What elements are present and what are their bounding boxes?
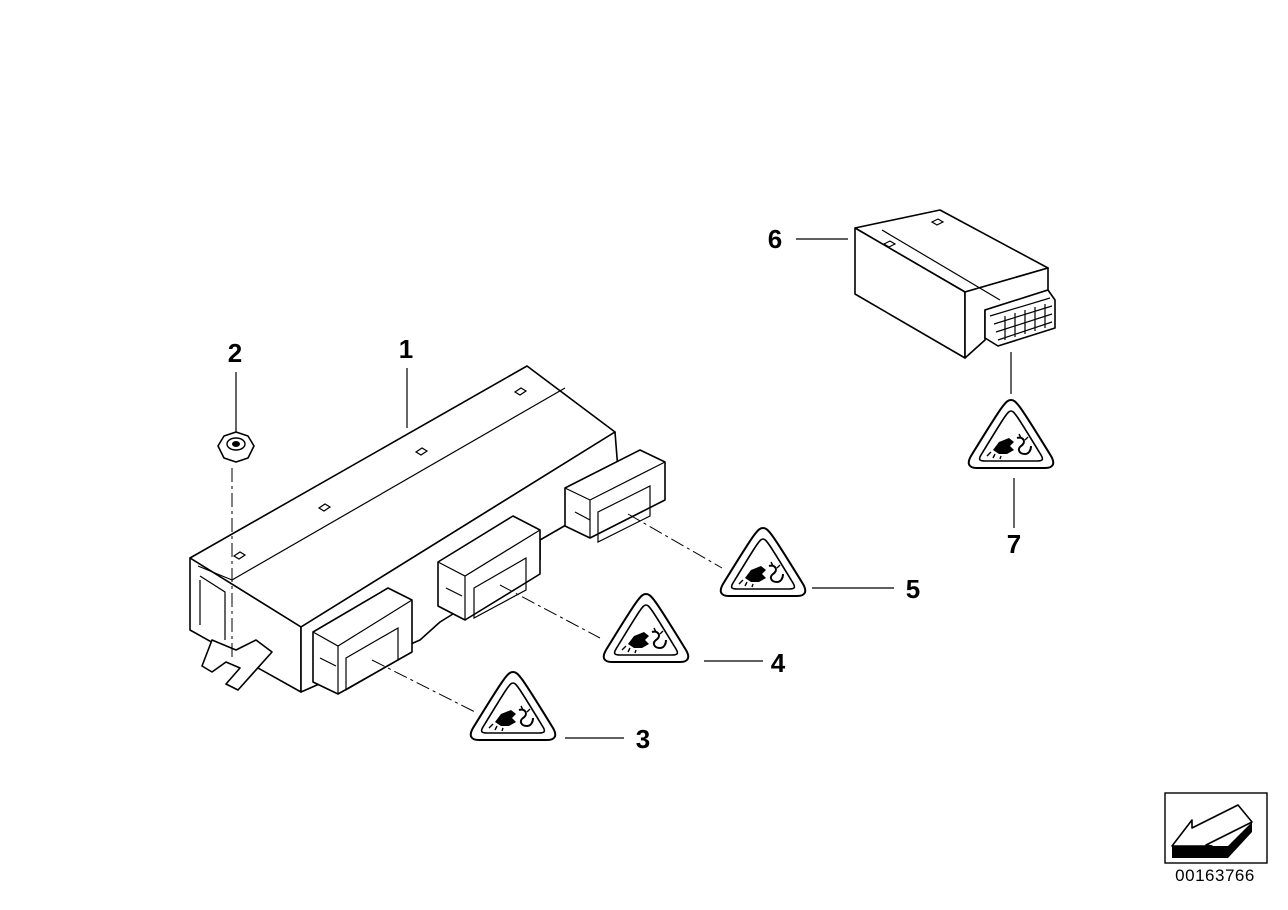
connector-socket-left <box>312 587 413 695</box>
callout-7: 7 <box>1007 529 1021 559</box>
hex-nut <box>217 431 255 463</box>
esd-warning-triangle-icon <box>602 593 690 663</box>
leader-lines <box>235 238 1015 739</box>
connector-socket-right <box>564 449 666 543</box>
callout-5: 5 <box>906 574 920 604</box>
callout-3: 3 <box>636 724 650 754</box>
control-module-small <box>854 209 1056 359</box>
esd-warning-triangle-icon <box>469 671 557 741</box>
callout-4: 4 <box>771 648 786 678</box>
connection-lines <box>231 468 723 713</box>
document-number: 00163766 <box>1175 866 1255 885</box>
callout-2: 2 <box>228 338 242 368</box>
esd-warning-triangle-icon <box>967 399 1055 469</box>
esd-warning-triangle-icon <box>719 527 807 597</box>
connector-socket-middle <box>437 515 541 621</box>
callout-1: 1 <box>399 334 413 364</box>
arrow-down-left-icon[interactable] <box>1164 792 1268 864</box>
callout-6: 6 <box>768 224 782 254</box>
